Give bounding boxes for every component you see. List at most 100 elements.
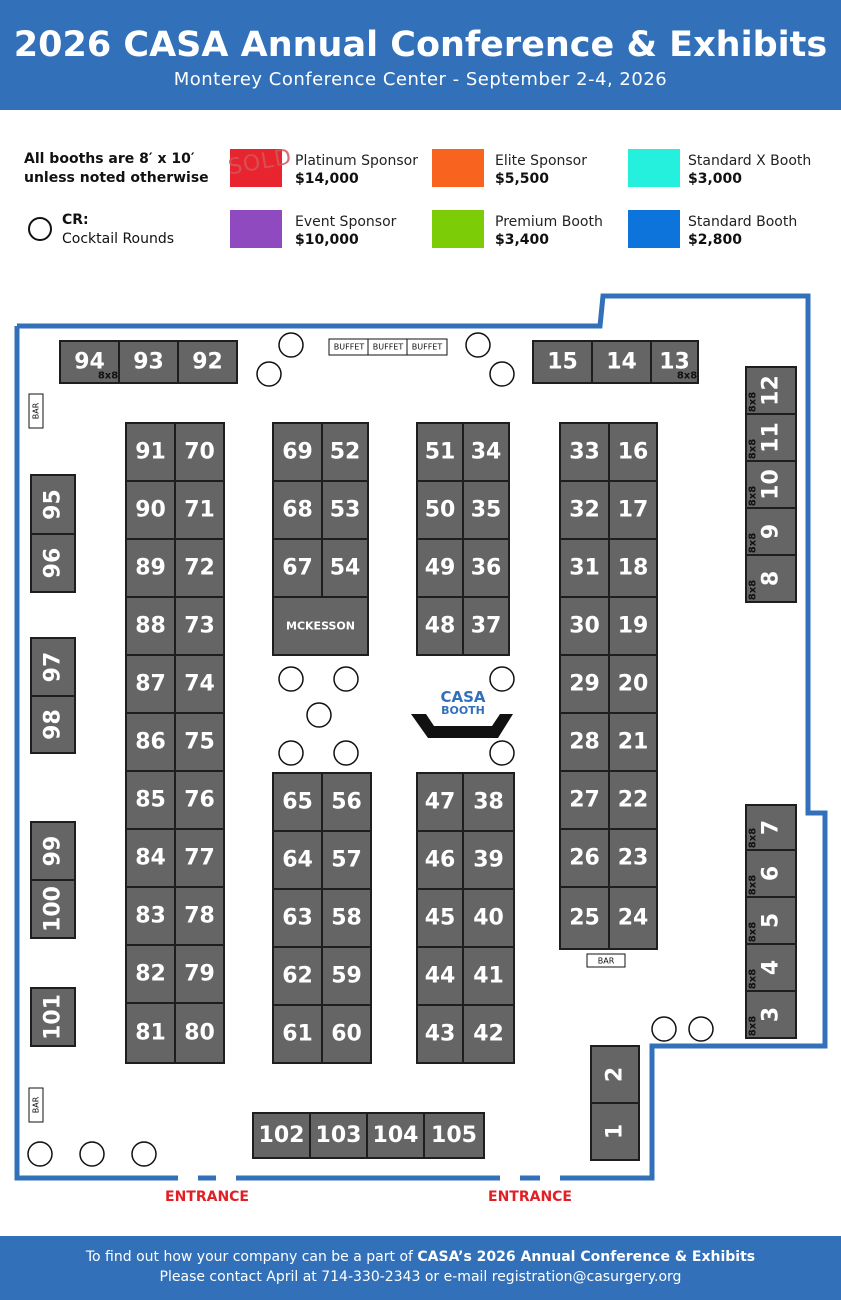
booth-28[interactable] [559, 712, 610, 772]
booth-39[interactable] [462, 830, 515, 890]
booth-size-label: 8x8 [748, 875, 759, 895]
booth-number: 20 [618, 672, 649, 697]
booth-13[interactable] [650, 340, 699, 384]
booth-101[interactable] [30, 987, 76, 1047]
booth-17[interactable] [608, 480, 658, 540]
booth-102[interactable] [252, 1112, 311, 1159]
booth-58[interactable] [321, 888, 372, 948]
booth-number: 14 [606, 350, 637, 375]
booth-89[interactable] [125, 538, 176, 598]
booth-69[interactable] [272, 422, 323, 482]
booth-21[interactable] [608, 712, 658, 772]
booth-31[interactable] [559, 538, 610, 598]
cocktail-round [489, 740, 515, 766]
booth-54[interactable] [321, 538, 369, 598]
booth-105[interactable] [423, 1112, 485, 1159]
booth-53[interactable] [321, 480, 369, 540]
booth-8[interactable] [745, 554, 797, 603]
cocktail-round [333, 740, 359, 766]
legend-price: $3,000 [688, 171, 743, 187]
booth-64[interactable] [272, 830, 323, 890]
booth-92[interactable] [177, 340, 238, 384]
booth-35[interactable] [462, 480, 510, 540]
booth-60[interactable] [321, 1004, 372, 1064]
booth-71[interactable] [174, 480, 225, 540]
booth-99[interactable] [30, 821, 76, 881]
booth-100[interactable] [30, 879, 76, 939]
booth-80[interactable] [174, 1002, 225, 1064]
booth-62[interactable] [272, 946, 323, 1006]
booth-74[interactable] [174, 654, 225, 714]
booth-48[interactable] [416, 596, 464, 656]
booth-65[interactable] [272, 772, 323, 832]
booth-96[interactable] [30, 533, 76, 593]
booth-34[interactable] [462, 422, 510, 482]
booth-15[interactable] [532, 340, 593, 384]
booth-6[interactable] [745, 849, 797, 898]
booth-number: 49 [425, 556, 456, 581]
booth-10[interactable] [745, 460, 797, 509]
booth-52[interactable] [321, 422, 369, 482]
booth-42[interactable] [462, 1004, 515, 1064]
booth-68[interactable] [272, 480, 323, 540]
booth-3[interactable] [745, 990, 797, 1039]
booth-44[interactable] [416, 946, 464, 1006]
booth-95[interactable] [30, 474, 76, 535]
booth-4[interactable] [745, 943, 797, 992]
booth-47[interactable] [416, 772, 464, 832]
cocktail-round [333, 666, 359, 692]
booth-number: 12 [759, 375, 784, 406]
booth-23[interactable] [608, 828, 658, 888]
booth-103[interactable] [309, 1112, 368, 1159]
booth-number: 76 [184, 788, 215, 813]
legend-swatch-event [230, 210, 282, 248]
booth-43[interactable] [416, 1004, 464, 1064]
booth-number: 86 [135, 730, 166, 755]
booth-81[interactable] [125, 1002, 176, 1064]
booth-40[interactable] [462, 888, 515, 948]
booth-number: 68 [282, 498, 313, 523]
booth-2[interactable] [590, 1045, 640, 1104]
booth-number: 60 [331, 1022, 362, 1047]
booth-mckesson[interactable] [272, 596, 369, 656]
booth-25[interactable] [559, 886, 610, 950]
booth-93[interactable] [118, 340, 179, 384]
booth-5[interactable] [745, 896, 797, 945]
booth-number: 62 [282, 964, 313, 989]
booth-37[interactable] [462, 596, 510, 656]
legend-name: Standard Booth [688, 214, 798, 230]
booth-72[interactable] [174, 538, 225, 598]
booth-number: 80 [184, 1021, 215, 1046]
casa-booth: CASA BOOTH [411, 688, 513, 738]
booth-63[interactable] [272, 888, 323, 948]
booth-20[interactable] [608, 654, 658, 714]
cocktail-round [79, 1141, 105, 1167]
booth-24[interactable] [608, 886, 658, 950]
booth-7[interactable] [745, 804, 797, 851]
booth-78[interactable] [174, 886, 225, 946]
booth-11[interactable] [745, 413, 797, 462]
booth-77[interactable] [174, 828, 225, 888]
booth-number: 89 [135, 556, 166, 581]
booth-94[interactable] [59, 340, 120, 384]
booth-97[interactable] [30, 637, 76, 697]
booth-51[interactable] [416, 422, 464, 482]
booth-22[interactable] [608, 770, 658, 830]
booth-12[interactable] [745, 366, 797, 415]
footer-line-1-bold: CASA’s 2026 Annual Conference & Exhibits [417, 1249, 756, 1265]
booth-size-label: 8x8 [748, 1016, 759, 1036]
header-banner: 2026 CASA Annual Conference & Exhibits M… [0, 0, 841, 110]
booth-76[interactable] [174, 770, 225, 830]
booth-18[interactable] [608, 538, 658, 598]
booth-70[interactable] [174, 422, 225, 482]
booth-83[interactable] [125, 886, 176, 946]
entrance-label-left: ENTRANCE [165, 1189, 249, 1205]
booth-number: 2 [603, 1067, 628, 1082]
booth-number: 81 [135, 1021, 166, 1046]
booth-1[interactable] [590, 1102, 640, 1161]
booth-16[interactable] [608, 422, 658, 482]
booth-number: 100 [41, 886, 66, 932]
booth-98[interactable] [30, 695, 76, 754]
booth-57[interactable] [321, 830, 372, 890]
booth-61[interactable] [272, 1004, 323, 1064]
